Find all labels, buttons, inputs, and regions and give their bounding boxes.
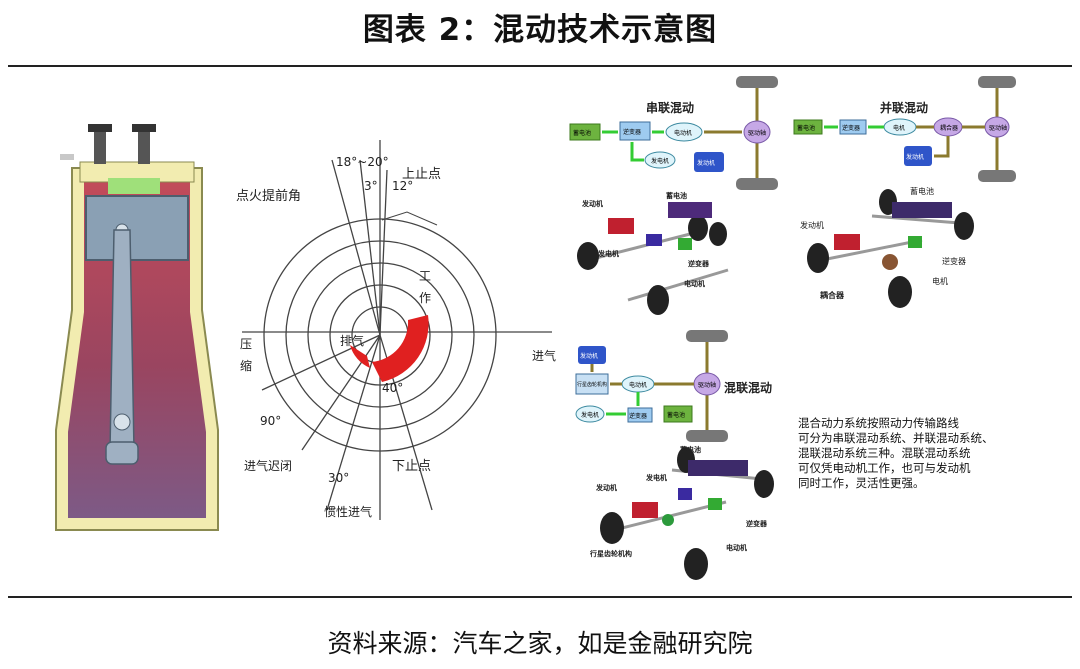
series-engine <box>694 152 724 172</box>
mixed-hybrid-car: 蓄电池 发电机 发动机 逆变器 电动机 行星齿轮机构 <box>589 445 774 580</box>
mixed-inverter <box>627 407 653 423</box>
svg-text:电机: 电机 <box>893 124 905 132</box>
svg-text:发动机: 发动机 <box>581 199 603 208</box>
mixed-generator <box>575 405 605 423</box>
parallel-hybrid-diagram: 并联混动 蓄电池 逆变器 电机 耦合器 驱动轴 发动机 <box>793 76 1016 182</box>
combustion-arc <box>372 315 429 382</box>
angle-30-label: 30° <box>328 471 349 485</box>
svg-text:驱动轴: 驱动轴 <box>989 124 1007 132</box>
svg-text:发动机: 发动机 <box>595 483 617 492</box>
bottom-divider <box>8 596 1072 598</box>
svg-text:发电机: 发电机 <box>597 249 619 258</box>
ignition-timing-diagram: 18°~20° 3° 12° 点火提前角 上止点 下止点 工 作 压 缩 排气 … <box>236 140 556 520</box>
compress-label-1: 压 <box>240 337 252 351</box>
note-line: 可仅凭电动机工作，也可与发动机 <box>798 461 971 475</box>
exhaust-valve <box>138 128 150 164</box>
tdc-label: 上止点 <box>402 167 441 182</box>
hybrid-description-note: 混合动力系统按照动力传输路线 可分为串联混动系统、并联混动系统、 混联混动系统三… <box>798 416 1038 491</box>
mixed-title: 混联混动 <box>724 380 772 395</box>
svg-text:行星齿轮机构: 行星齿轮机构 <box>589 549 632 558</box>
svg-text:逆变器: 逆变器 <box>629 412 647 420</box>
svg-text:电机: 电机 <box>932 276 948 286</box>
svg-text:逆变器: 逆变器 <box>746 519 768 528</box>
mixed-engine <box>578 346 606 364</box>
svg-text:电动机: 电动机 <box>674 129 692 137</box>
svg-text:逆变器: 逆变器 <box>842 124 860 132</box>
svg-text:蓄电池: 蓄电池 <box>910 186 934 196</box>
svg-text:发动机: 发动机 <box>906 153 924 161</box>
svg-text:发电机: 发电机 <box>581 411 599 419</box>
note-line: 混合动力系统按照动力传输路线 <box>798 416 959 430</box>
mixed-hybrid-diagram: 混联混动 发动机 行星齿轮机构 电动机 发电机 逆变器 蓄电池 驱动轴 <box>575 330 772 442</box>
figure-title: 图表 2：混动技术示意图 <box>362 12 718 48</box>
svg-text:蓄电池: 蓄电池 <box>573 129 591 137</box>
inertia-intake-label: 惯性进气 <box>324 504 372 519</box>
svg-text:行星齿轮机构: 行星齿轮机构 <box>577 381 607 388</box>
svg-text:发电机: 发电机 <box>645 473 667 482</box>
series-title: 串联混动 <box>646 100 694 115</box>
exhaust-mid-label: 排气 <box>340 333 364 348</box>
svg-text:驱动轴: 驱动轴 <box>748 129 766 137</box>
compress-label-2: 缩 <box>240 358 252 373</box>
note-line: 混联混动系统三种。混联混动系统 <box>798 446 971 460</box>
svg-text:发动机: 发动机 <box>580 352 598 360</box>
parallel-battery <box>793 119 823 135</box>
intake-valve <box>94 128 106 164</box>
mixed-battery <box>663 405 693 423</box>
mixed-planetary <box>575 373 609 395</box>
angle-3-label: 3° <box>364 179 378 193</box>
parallel-title: 并联混动 <box>880 100 928 115</box>
svg-text:电动机: 电动机 <box>726 543 747 552</box>
svg-text:逆变器: 逆变器 <box>623 128 641 136</box>
svg-text:耦合器: 耦合器 <box>940 124 958 132</box>
advance-label: 点火提前角 <box>236 188 301 204</box>
svg-text:发动机: 发动机 <box>800 220 824 230</box>
svg-text:耦合器: 耦合器 <box>820 290 845 300</box>
angle-40-label: 40° <box>382 381 403 395</box>
bdc-label: 下止点 <box>392 459 431 474</box>
series-battery <box>569 123 601 141</box>
engine-cylinder-illustration <box>55 124 219 531</box>
svg-text:逆变器: 逆变器 <box>942 256 966 266</box>
series-hybrid-diagram: 串联混动 蓄电池 逆变器 电动机 发电机 发动机 驱动轴 <box>569 76 778 190</box>
combustion-gas <box>68 180 206 518</box>
svg-text:蓄电池: 蓄电池 <box>797 124 815 132</box>
work-label-2: 作 <box>419 291 431 305</box>
svg-text:驱动轴: 驱动轴 <box>698 381 716 389</box>
svg-text:蓄电池: 蓄电池 <box>667 411 685 419</box>
series-axle <box>743 120 771 144</box>
top-divider <box>8 65 1072 67</box>
note-line: 同时工作，灵活性更强。 <box>798 476 925 490</box>
svg-text:发电机: 发电机 <box>651 157 669 165</box>
work-label-1: 工 <box>419 269 431 283</box>
svg-text:发动机: 发动机 <box>697 159 715 167</box>
svg-text:逆变器: 逆变器 <box>688 259 710 268</box>
piston <box>85 195 189 261</box>
intake-delay-label: 进气迟闭 <box>244 458 292 473</box>
note-line: 可分为串联混动系统、并联混动系统、 <box>798 431 994 445</box>
parallel-engine <box>904 146 932 166</box>
angle-top-label: 18°~20° <box>336 155 389 169</box>
series-inverter <box>619 121 651 141</box>
intake-label: 进气 <box>532 348 556 363</box>
series-generator <box>644 151 676 169</box>
series-hybrid-car: 发动机 蓄电池 发电机 逆变器 电动机 <box>577 191 729 315</box>
angle-12-label: 12° <box>392 179 413 193</box>
parallel-inverter <box>839 119 867 135</box>
svg-text:蓄电池: 蓄电池 <box>666 191 687 200</box>
source-caption: 资料来源：汽车之家，如是金融研究院 <box>327 629 753 658</box>
svg-text:蓄电池: 蓄电池 <box>680 445 701 454</box>
svg-text:电动机: 电动机 <box>684 279 705 288</box>
parallel-hybrid-car: 蓄电池 发动机 逆变器 电机 耦合器 <box>800 186 974 308</box>
svg-text:电动机: 电动机 <box>629 381 647 389</box>
angle-90-label: 90° <box>260 414 281 428</box>
series-motor <box>665 122 703 142</box>
